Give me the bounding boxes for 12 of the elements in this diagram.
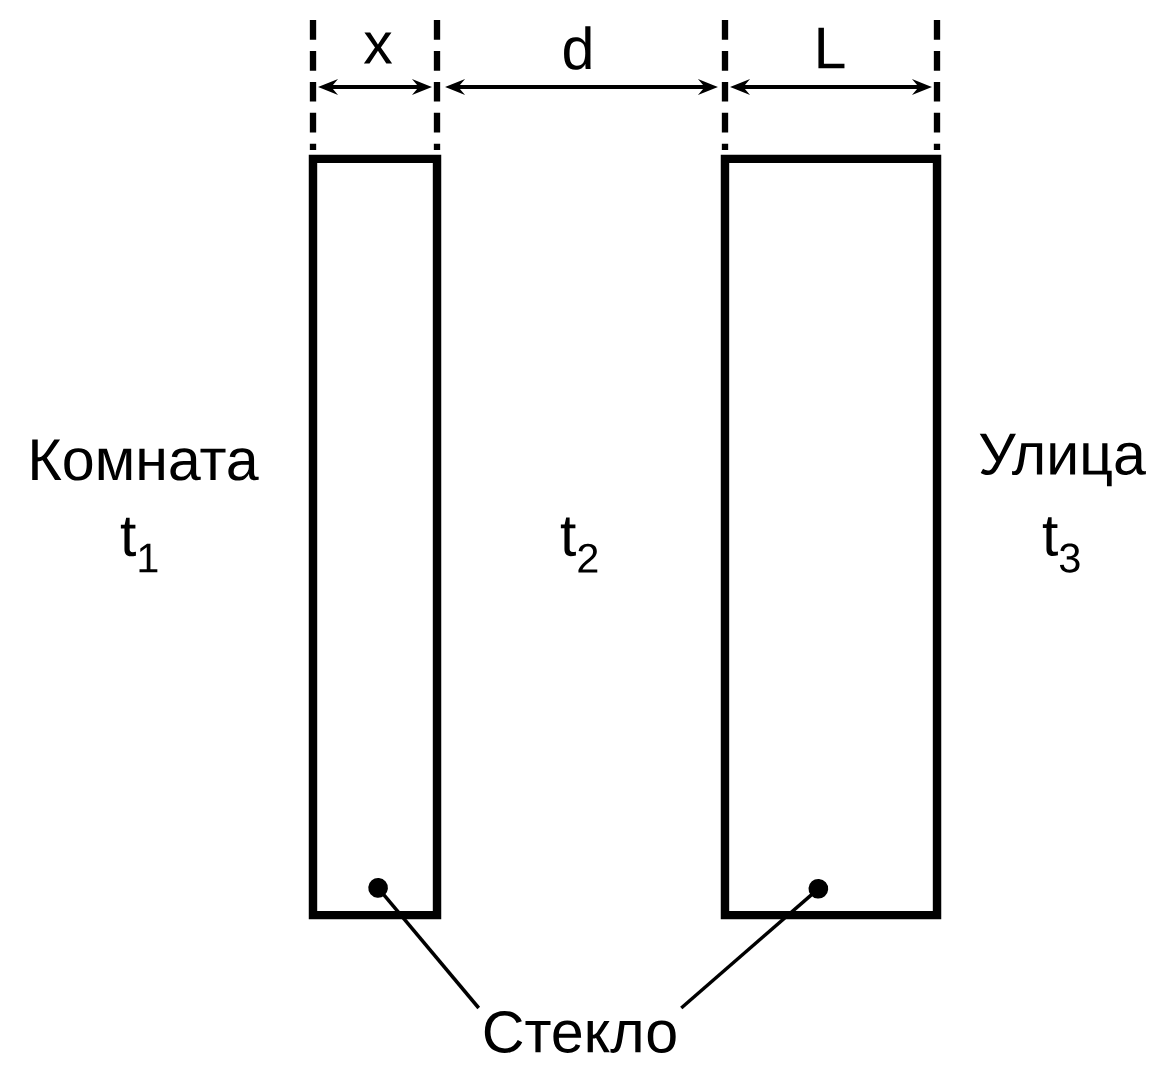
glass-pane: [720, 154, 942, 920]
leader-line: [680, 878, 829, 1010]
temperature-label: t$_{2}$: [560, 517, 598, 573]
callout-text: Стекло: [484, 1011, 676, 1053]
temperature-label: t$_{3}$: [1042, 517, 1080, 573]
dimension-label: x: [363, 32, 393, 64]
region-label: Комната: [32, 439, 259, 481]
leader-line: [368, 878, 481, 1010]
glass-pane: [308, 154, 442, 920]
dimension-label: L: [818, 27, 845, 69]
temperature-label: t$_{1}$: [120, 517, 158, 573]
dimension-label: d: [564, 26, 591, 70]
